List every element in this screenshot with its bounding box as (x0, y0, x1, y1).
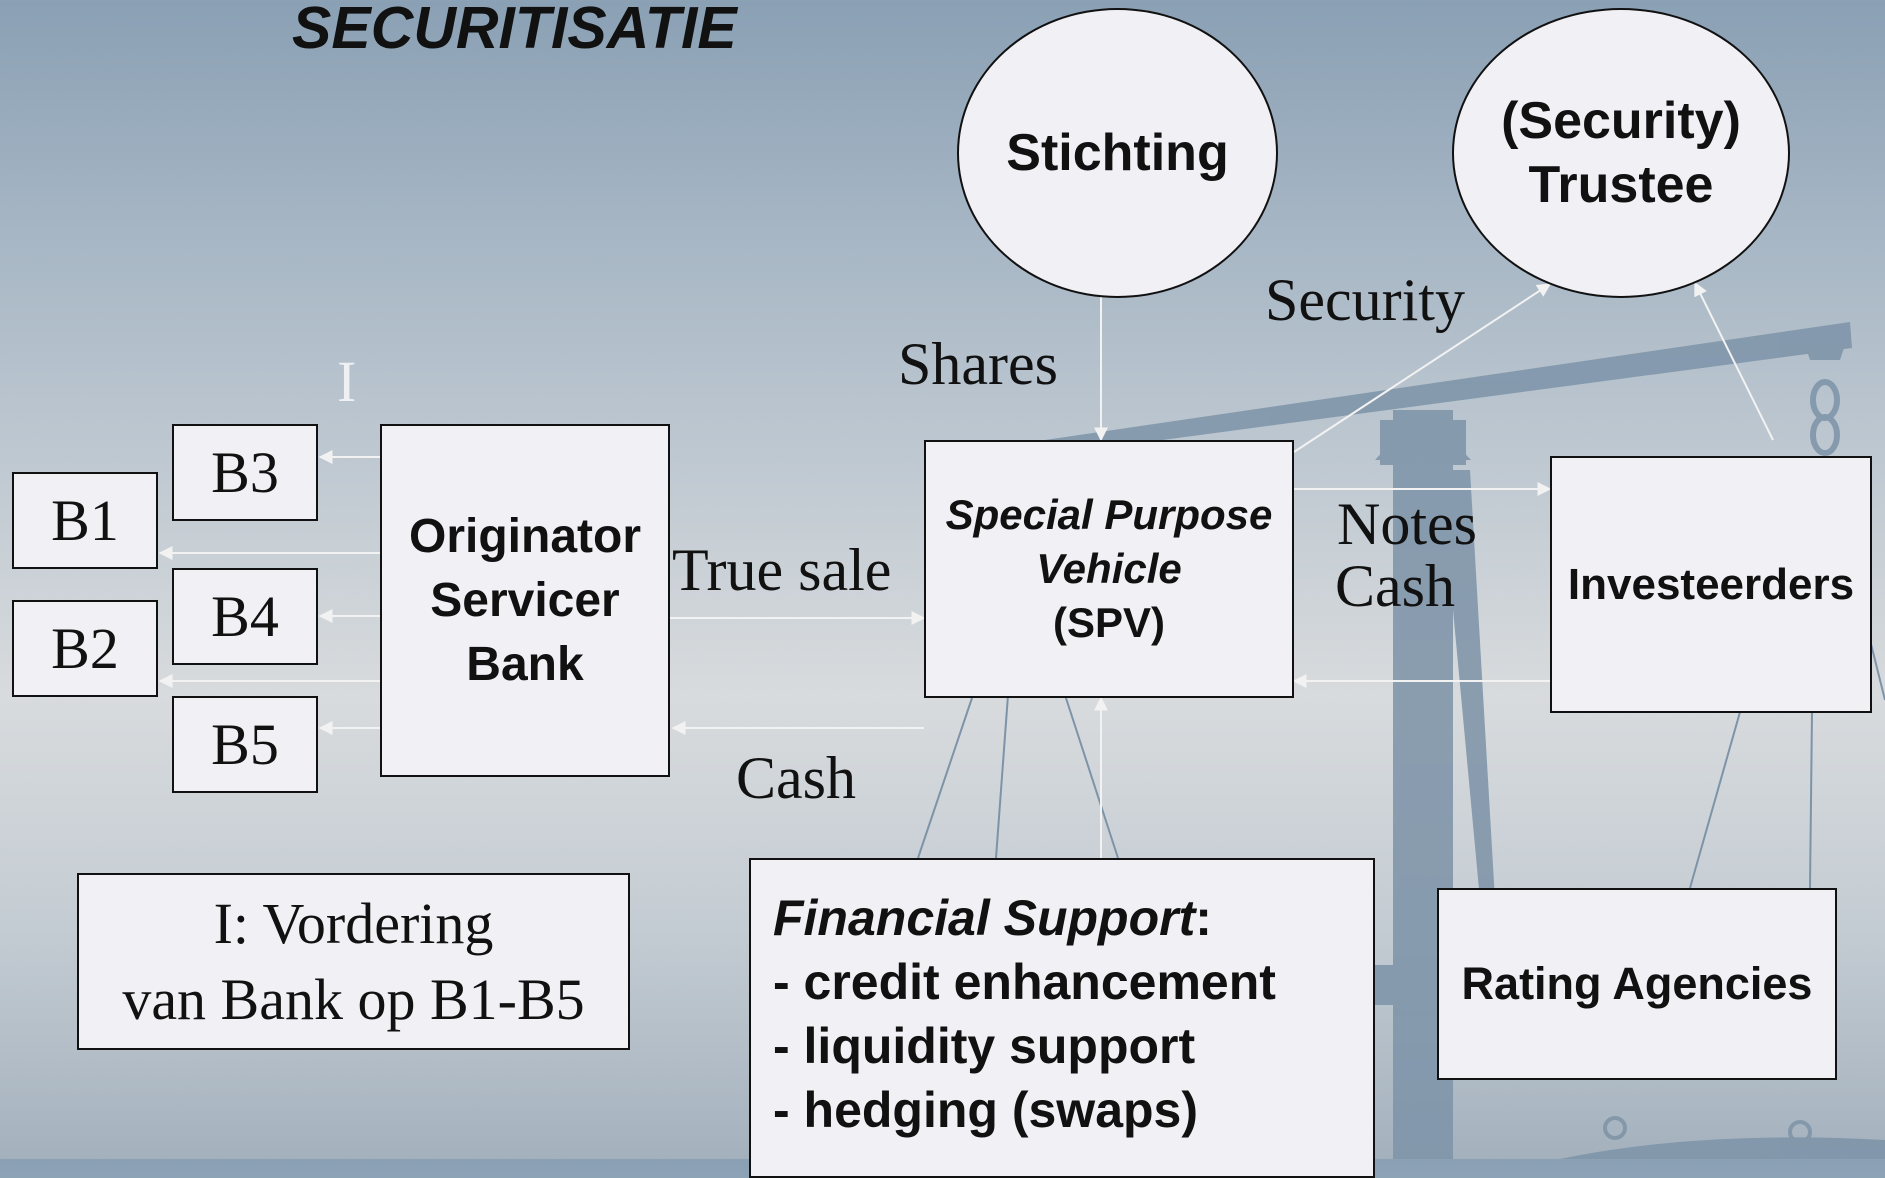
financial-support-item: - liquidity support (773, 1018, 1196, 1074)
claim-marker-label: I (337, 349, 357, 414)
originator-line-1: Originator (408, 509, 641, 563)
node-b4: B4 (172, 568, 318, 665)
node-security-trustee: (Security) Trustee (1452, 8, 1790, 298)
rope-lines (917, 639, 1885, 889)
financial-support-colon: : (1195, 890, 1212, 946)
page-title: SECURITISATIE (292, 0, 737, 61)
cash-to-bank-label: Cash (736, 745, 856, 811)
node-stichting: Stichting (957, 8, 1278, 298)
arrow-security (1293, 283, 1552, 453)
financial-support-item: - credit enhancement (773, 954, 1276, 1010)
legend-line-1: I: Vordering (213, 890, 494, 956)
flow-arrows (158, 281, 1774, 858)
arrow-investors-to-trustee (1694, 281, 1774, 441)
node-b1: B1 (12, 472, 158, 569)
originator-line-2: Servicer (430, 573, 620, 627)
legend-line-2: van Bank op B1-B5 (122, 966, 585, 1032)
trustee-line-1: (Security) (1501, 92, 1741, 150)
node-b5: B5 (172, 696, 318, 793)
cash-from-investors-label: Cash (1335, 553, 1455, 619)
notes-label: Notes (1337, 491, 1477, 557)
trustee-line-2: Trustee (1528, 156, 1714, 214)
node-rating-agencies: Rating Agencies (1437, 888, 1837, 1080)
node-b2: B2 (12, 600, 158, 697)
legend-box: I: Vordering van Bank op B1-B5 (77, 873, 630, 1050)
stichting-label: Stichting (1006, 124, 1229, 182)
spv-line-1: Special Purpose (945, 491, 1273, 538)
node-originator-bank: Originator Servicer Bank (380, 424, 670, 777)
node-spv: Special Purpose Vehicle (SPV) (924, 440, 1294, 698)
spv-line-2: Vehicle (1036, 545, 1182, 592)
true-sale-label: True sale (672, 537, 892, 603)
originator-line-3: Bank (466, 637, 584, 691)
node-financial-support: Financial Support: - credit enhancement … (749, 858, 1375, 1178)
shares-label: Shares (898, 331, 1058, 397)
spv-line-3: (SPV) (1052, 599, 1165, 646)
financial-support-heading: Financial Support (773, 890, 1196, 946)
node-investeerders: Investeerders (1550, 456, 1872, 713)
node-b3: B3 (172, 424, 318, 521)
security-label: Security (1265, 267, 1465, 333)
financial-support-item: - hedging (swaps) (773, 1082, 1198, 1138)
